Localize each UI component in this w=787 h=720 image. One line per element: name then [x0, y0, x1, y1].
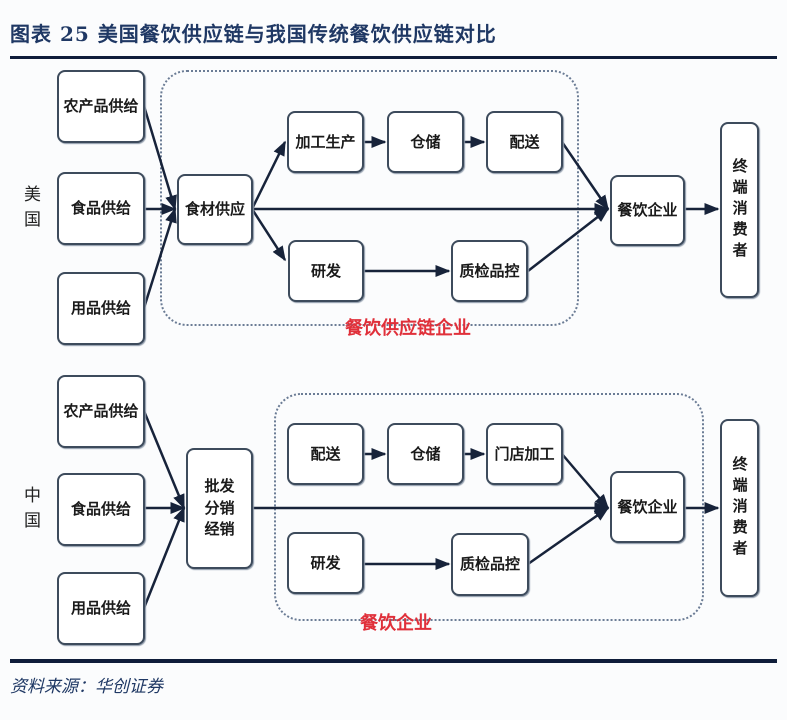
us-chain-delivery: 配送 — [486, 111, 563, 173]
us-supplier-food: 食品供给 — [57, 172, 145, 245]
figure-title: 图表 25 美国餐饮供应链与我国传统餐饮供应链对比 — [10, 22, 497, 46]
us-arrow-qc-to-enterprise — [527, 208, 610, 272]
cn-chain-delivery: 配送 — [287, 423, 364, 485]
us-region-label: 餐饮供应链企业 — [345, 318, 471, 339]
cn-country-label: 中国 — [20, 486, 40, 536]
cn-supplier-goods: 用品供给 — [57, 572, 145, 645]
cn-arrow-store-to-enterprise — [561, 453, 609, 510]
cn-supplier-agri: 农产品供给 — [57, 375, 145, 448]
us-chain-rnd: 研发 — [288, 240, 364, 302]
us-arrow-hub-to-process — [250, 140, 287, 210]
us-arrow-delivery-to-enterprise — [560, 141, 610, 211]
cn-hub-label: 批发分销经销 — [204, 476, 235, 539]
cn-chain-storage: 仓储 — [387, 423, 464, 485]
us-consumer: 终端消费者 — [720, 122, 759, 298]
cn-chain-rnd: 研发 — [287, 532, 364, 594]
cn-supplier-food: 食品供给 — [57, 473, 145, 546]
cn-arrow-agri-to-hub — [142, 410, 186, 510]
cn-region-label: 餐饮企业 — [360, 613, 432, 634]
us-hub: 食材供应 — [177, 174, 253, 245]
us-arrow-goods-to-hub — [142, 207, 177, 309]
us-chain-process: 加工生产 — [287, 111, 364, 173]
us-chain-qc: 质检品控 — [451, 240, 528, 302]
us-chain-storage: 仓储 — [387, 111, 464, 173]
us-supplier-agri: 农产品供给 — [57, 70, 145, 143]
us-arrow-agri-to-hub — [142, 105, 177, 211]
us-country-label: 美国 — [20, 185, 40, 235]
cn-chain-store-processing: 门店加工 — [486, 423, 563, 485]
cn-chain-qc: 质检品控 — [451, 533, 529, 596]
footer-rule — [10, 659, 777, 663]
cn-arrow-goods-to-hub — [142, 506, 186, 609]
title-underline — [10, 56, 777, 59]
us-enterprise: 餐饮企业 — [610, 175, 685, 246]
cn-arrow-qc-to-enterprise — [527, 506, 610, 566]
cn-consumer: 终端消费者 — [720, 419, 759, 597]
source-note: 资料来源：华创证券 — [10, 677, 163, 697]
cn-enterprise-region — [274, 393, 704, 621]
cn-enterprise: 餐饮企业 — [610, 471, 685, 543]
us-arrow-hub-to-rnd — [250, 208, 287, 262]
us-supplier-goods: 用品供给 — [57, 272, 145, 345]
cn-hub: 批发分销经销 — [186, 448, 253, 569]
